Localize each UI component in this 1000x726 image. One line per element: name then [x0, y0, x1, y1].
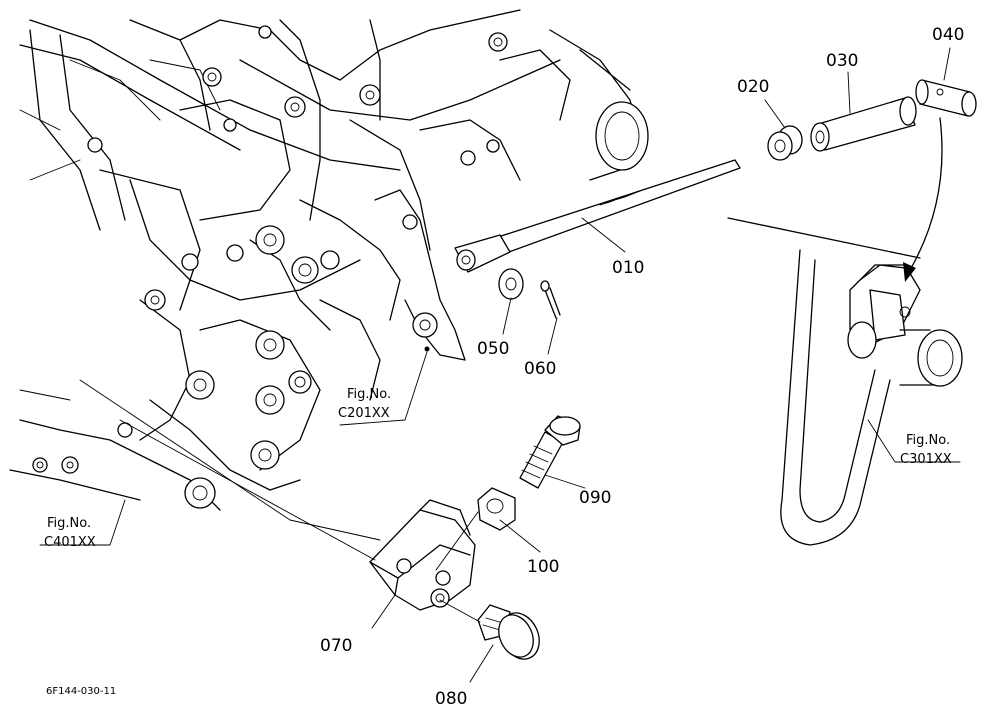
label-part-050: 050	[477, 339, 509, 359]
ref-c401-line1: Fig.No.	[47, 516, 91, 531]
bracket-070	[369, 499, 476, 611]
ref-c401-line2: C401XX	[44, 535, 96, 550]
pedal-arm	[727, 217, 963, 546]
rod-010	[454, 159, 741, 273]
label-part-070: 070	[320, 636, 352, 656]
leader-lines	[39, 47, 961, 683]
bolt-090	[519, 415, 581, 489]
transmission-housing	[9, 9, 649, 511]
ref-c201-line2: C201XX	[338, 406, 390, 421]
sleeve-030	[810, 96, 917, 152]
washer-050	[498, 268, 524, 300]
ref-c301: Fig.No. C301XX	[900, 433, 952, 467]
nut-020	[767, 125, 803, 161]
label-part-010: 010	[612, 258, 644, 278]
cotter-pin-060	[540, 280, 561, 319]
label-part-030: 030	[826, 51, 858, 71]
label-part-060: 060	[524, 359, 556, 379]
ref-c401: Fig.No. C401XX	[44, 516, 96, 550]
nut-100	[477, 487, 516, 531]
ref-c301-line2: C301XX	[900, 452, 952, 467]
label-part-100: 100	[527, 557, 559, 577]
pin-040	[915, 79, 977, 117]
ref-c201: Fig.No. C201XX	[338, 387, 391, 421]
ref-c201-line1: Fig.No.	[347, 387, 391, 402]
label-part-020: 020	[737, 77, 769, 97]
assembly-arrow	[903, 117, 943, 282]
label-part-090: 090	[579, 488, 611, 508]
label-part-040: 040	[932, 25, 964, 45]
drawing-code: 6F144-030-11	[46, 686, 116, 697]
knob-080	[477, 604, 540, 660]
label-part-080: 080	[435, 689, 467, 709]
ref-c301-line1: Fig.No.	[906, 433, 950, 448]
